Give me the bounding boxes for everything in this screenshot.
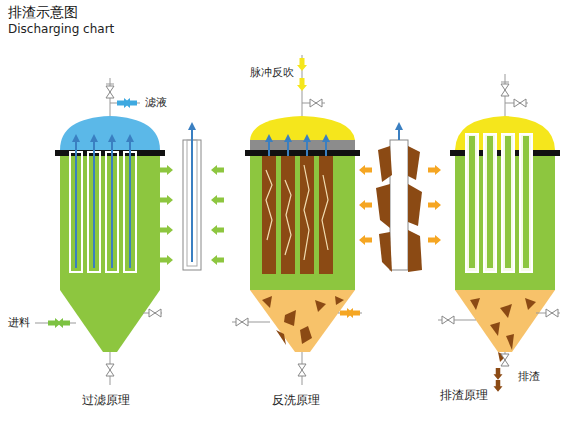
discharge-vessel bbox=[438, 74, 560, 392]
backwash-vessel bbox=[232, 55, 362, 385]
chart-subtitle: Discharging chart bbox=[8, 22, 114, 36]
filter-vessel bbox=[35, 78, 165, 385]
candle-detail bbox=[160, 122, 224, 270]
pulse-label: 脉冲反吹 bbox=[250, 66, 294, 79]
caption-label: 过滤原理 bbox=[82, 393, 130, 407]
chart-title: 排渣示意图 bbox=[8, 4, 78, 21]
outlet-label: 滤液 bbox=[145, 96, 167, 109]
caption-label: 反洗原理 bbox=[272, 393, 320, 407]
caption-label: 排渣原理 bbox=[440, 388, 488, 402]
inlet-label: 进料 bbox=[8, 316, 30, 329]
discharge-label: 排渣 bbox=[518, 370, 540, 383]
cake-detail bbox=[359, 122, 441, 272]
